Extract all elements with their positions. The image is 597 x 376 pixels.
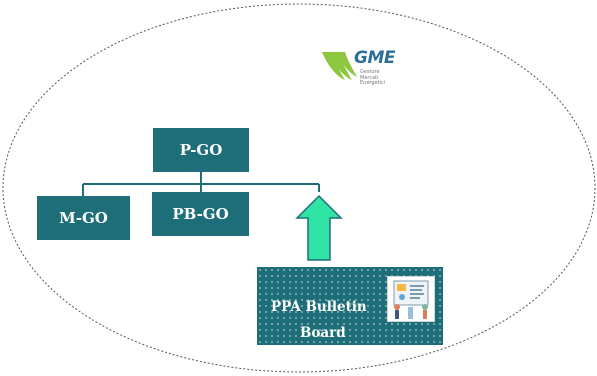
- logo-wordmark: GME: [354, 48, 395, 68]
- logo-subtitle-line: Mercati: [360, 74, 379, 81]
- node-pb-go: PB-GO: [152, 192, 249, 236]
- gme-logo-icon: [322, 52, 357, 80]
- node-m-go: M-GO: [37, 196, 130, 240]
- node-p-go: P-GO: [153, 128, 249, 172]
- logo-subtitle-line: Gestore: [360, 69, 380, 75]
- boundary-ellipse: [2, 3, 596, 373]
- ppa-label-line1: PPA Bulletin: [271, 299, 367, 315]
- ppa-label-line2: Board: [300, 325, 346, 341]
- ppa-bulletin-board-box: PPA Bulletin Board: [257, 267, 443, 345]
- up-arrow-icon: [295, 194, 343, 261]
- logo-subtitle: Gestore Mercati Energetici: [360, 69, 400, 87]
- bulletin-board-illustration-icon: [387, 276, 435, 322]
- logo-subtitle-line: Energetici: [360, 80, 386, 86]
